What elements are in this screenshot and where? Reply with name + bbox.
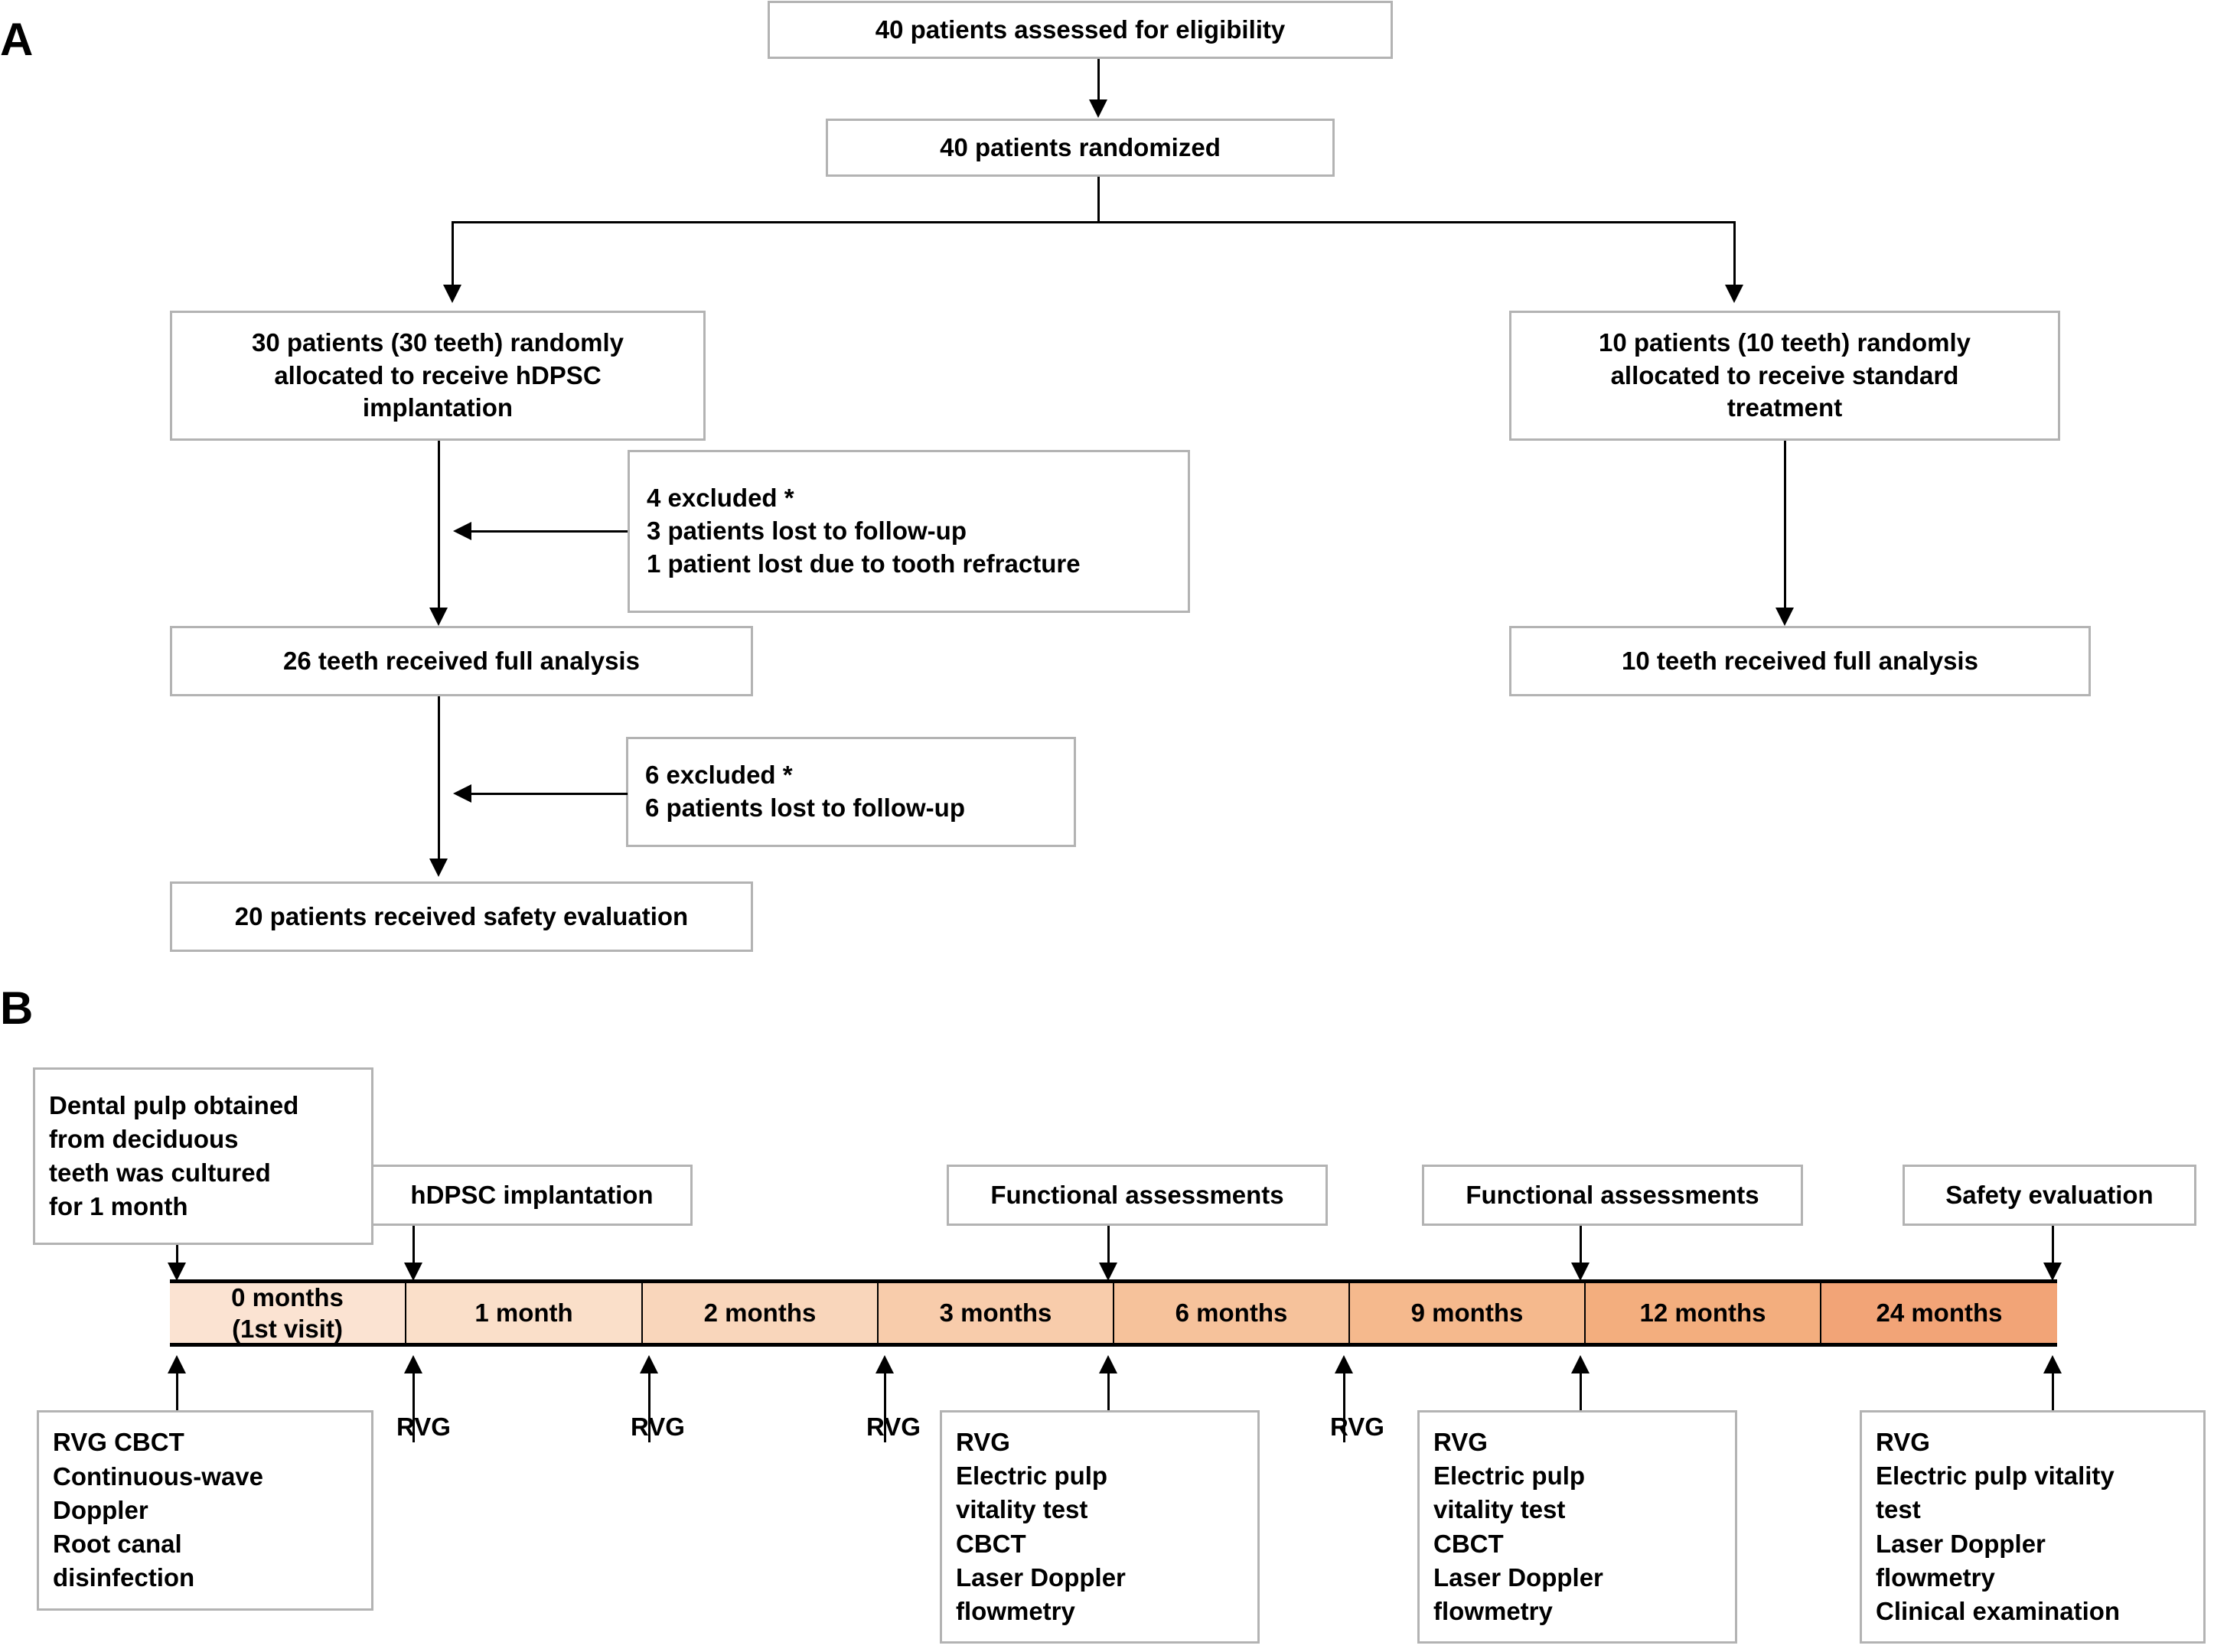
box-safety-evaluation-text: 20 patients received safety evaluation [234,901,689,930]
timeline-rvg-label-4: RVG [1330,1413,1384,1441]
timeline-rvg-label-2: RVG [631,1413,685,1441]
arrowhead-down-icon [1775,608,1794,626]
timeline-bottom-box-0: RVG CBCT Continuous-wave Doppler Root ca… [37,1410,373,1611]
box-10-teeth-text: 10 teeth received full analysis [1622,646,1978,675]
box-excluded-first-text: 4 excluded * 3 patients lost to follow-u… [647,484,1081,578]
timeline-rvg-label-3: RVG [866,1413,921,1441]
timeline-top-box-dental-pulp: Dental pulp obtained from deciduous teet… [33,1067,373,1245]
box-26-teeth-analysis: 26 teeth received full analysis [170,626,753,696]
timeline-connector-down-1 [412,1226,415,1268]
arrowhead-down-icon [1099,1263,1117,1281]
timeline-top-box-safety-evaluation-text: Safety evaluation [1945,1180,2154,1209]
timeline-rvg-label-1: RVG [396,1413,451,1441]
arrowhead-left-icon [453,784,471,803]
arrowhead-up-icon [1571,1355,1590,1373]
arrowhead-down-icon [2043,1263,2062,1281]
timeline-top-box-dental-pulp-text: Dental pulp obtained from deciduous teet… [49,1090,299,1221]
timeline-connector-up-4 [1107,1372,1110,1412]
connector-assessed-to-randomized [1097,59,1100,102]
timeline-bottom-box-3-text: RVG Electric pulp vitality test Laser Do… [1876,1427,2121,1625]
timeline-connector-up-1 [412,1372,415,1442]
box-allocated-standard: 10 patients (10 teeth) randomly allocate… [1509,311,2060,441]
box-safety-evaluation-count: 20 patients received safety evaluation [170,881,753,952]
box-excluded-first: 4 excluded * 3 patients lost to follow-u… [628,450,1190,613]
arrowhead-down-icon [443,285,461,303]
connector-26teeth-to-safety [438,696,440,866]
box-assessed-for-eligibility: 40 patients assessed for eligibility [768,1,1393,59]
box-excluded-second-text: 6 excluded * 6 patients lost to follow-u… [645,761,965,822]
box-randomized: 40 patients randomized [826,119,1335,177]
timeline-connector-up-3 [884,1372,886,1442]
box-allocated-hdpsc-text: 30 patients (30 teeth) randomly allocate… [252,327,624,422]
connector-randomized-stem [1097,177,1100,223]
timeline-connector-up-5 [1343,1372,1345,1442]
timeline-connector-down-0 [176,1245,178,1268]
timeline-connector-down-3 [1580,1226,1582,1268]
box-assessed-text: 40 patients assessed for eligibility [875,15,1286,44]
box-10-teeth-analysis: 10 teeth received full analysis [1509,626,2091,696]
arrowhead-up-icon [1335,1355,1353,1373]
connector-standard-to-10teeth [1784,441,1786,615]
timeline-top-box-functional-assessments-1: Functional assessments [947,1165,1328,1226]
panel-b-label: B [0,982,34,1034]
arrowhead-down-icon [168,1263,186,1281]
timeline-top-box-hdpsc-text: hDPSC implantation [410,1180,654,1209]
arrowhead-down-icon [1089,99,1107,118]
arrowhead-down-icon [404,1263,422,1281]
timeline-bottom-box-1: RVG Electric pulp vitality test CBCT Las… [940,1410,1260,1644]
timeline-top-box-functional-assessments-2-text: Functional assessments [1466,1180,1759,1209]
arrowhead-up-icon [168,1355,186,1373]
timeline-bottom-box-1-text: RVG Electric pulp vitality test CBCT Las… [956,1427,1126,1625]
arrowhead-up-icon [404,1355,422,1373]
timeline-bottom-box-0-text: RVG CBCT Continuous-wave Doppler Root ca… [53,1428,264,1592]
timeline-connector-down-2 [1107,1226,1110,1268]
timeline-segment-1[interactable]: 1 month [406,1283,643,1343]
timeline-top-box-safety-evaluation: Safety evaluation [1903,1165,2196,1226]
timeline-bar: 0 months (1st visit) 1 month 2 months 3 … [170,1279,2057,1347]
timeline-bottom-box-3: RVG Electric pulp vitality test Laser Do… [1860,1410,2206,1644]
timeline-connector-up-7 [2052,1372,2054,1412]
arrowhead-down-icon [1571,1263,1590,1281]
arrowhead-up-icon [875,1355,894,1373]
timeline-connector-up-6 [1580,1372,1582,1412]
timeline-segment-2[interactable]: 2 months [643,1283,879,1343]
timeline-segment-6[interactable]: 12 months [1586,1283,1821,1343]
connector-excluded-first [458,530,628,533]
box-randomized-text: 40 patients randomized [940,132,1221,161]
timeline-connector-up-0 [176,1372,178,1414]
arrowhead-down-icon [1725,285,1743,303]
timeline-segment-3[interactable]: 3 months [879,1283,1114,1343]
arrowhead-down-icon [429,859,448,877]
connector-randomized-split [452,221,1736,223]
box-allocated-hdpsc: 30 patients (30 teeth) randomly allocate… [170,311,706,441]
timeline-top-box-functional-assessments-1-text: Functional assessments [990,1180,1284,1209]
connector-hdpsc-to-26teeth [438,441,440,615]
arrowhead-up-icon [2043,1355,2062,1373]
box-allocated-standard-text: 10 patients (10 teeth) randomly allocate… [1599,327,1971,422]
box-excluded-second: 6 excluded * 6 patients lost to follow-u… [626,737,1076,847]
arrowhead-left-icon [453,522,471,540]
timeline-top-box-functional-assessments-2: Functional assessments [1422,1165,1803,1226]
timeline-segment-4[interactable]: 6 months [1114,1283,1350,1343]
box-26-teeth-text: 26 teeth received full analysis [283,646,640,675]
timeline-segment-5[interactable]: 9 months [1350,1283,1586,1343]
panel-a-label: A [0,14,34,65]
timeline-top-box-hdpsc-implantation: hDPSC implantation [371,1165,693,1226]
timeline-segment-0[interactable]: 0 months (1st visit) [170,1283,406,1343]
timeline-connector-down-4 [2052,1226,2054,1268]
timeline-segment-7[interactable]: 24 months [1821,1283,2057,1343]
connector-to-right-arm [1733,221,1736,287]
arrowhead-up-icon [640,1355,658,1373]
connector-excluded-second [458,793,628,795]
timeline-bottom-box-2-text: RVG Electric pulp vitality test CBCT Las… [1433,1427,1603,1625]
timeline-connector-up-2 [648,1372,651,1442]
timeline-bottom-box-2: RVG Electric pulp vitality test CBCT Las… [1417,1410,1737,1644]
arrowhead-down-icon [429,608,448,626]
connector-to-left-arm [452,221,454,287]
arrowhead-up-icon [1099,1355,1117,1373]
